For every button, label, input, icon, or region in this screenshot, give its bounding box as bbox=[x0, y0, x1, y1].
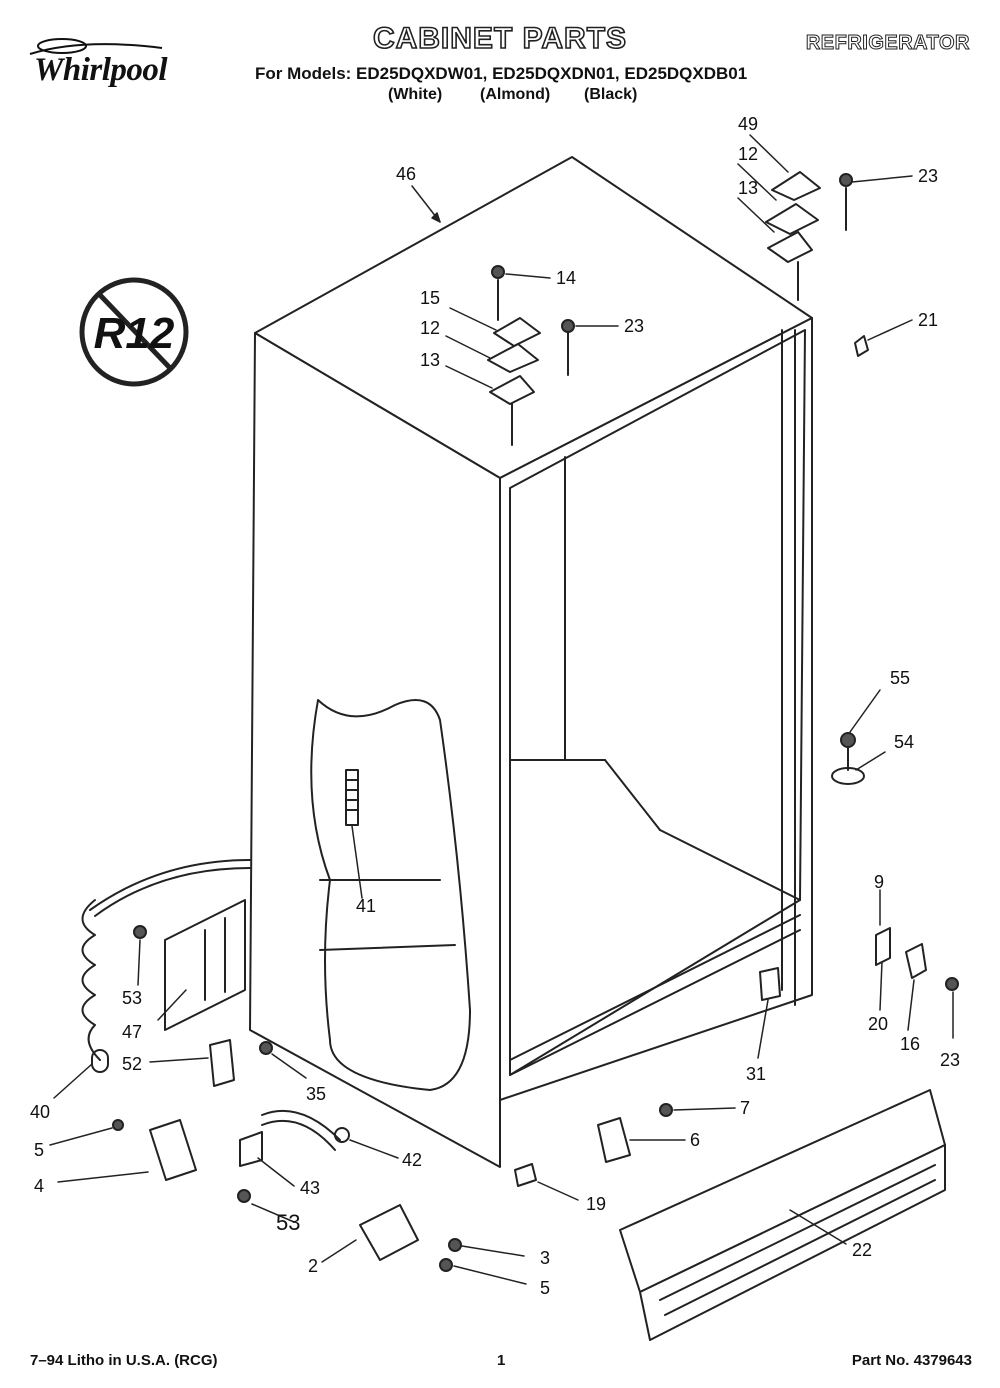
callout-42: 42 bbox=[402, 1150, 422, 1170]
color-label-black: (Black) bbox=[584, 86, 638, 103]
callout-16: 16 bbox=[900, 1034, 920, 1054]
cabinet-body bbox=[249, 156, 813, 1168]
callout-15: 15 bbox=[420, 288, 440, 308]
callout-21: 21 bbox=[918, 310, 938, 330]
callout-54: 54 bbox=[894, 732, 914, 752]
callout-47: 47 bbox=[122, 1022, 142, 1042]
page-title: CABINET PARTS bbox=[372, 21, 628, 56]
callout-31: 31 bbox=[746, 1064, 766, 1084]
callout-19: 19 bbox=[586, 1194, 606, 1214]
color-label-white: (White) bbox=[388, 86, 443, 103]
right-small-parts bbox=[759, 732, 959, 1001]
product-type: REFRIGERATOR bbox=[805, 32, 970, 55]
callout-2: 2 bbox=[308, 1256, 318, 1276]
callout-4: 4 bbox=[34, 1176, 44, 1196]
callout-23b: 23 bbox=[624, 316, 644, 336]
callout-23c: 23 bbox=[940, 1050, 960, 1070]
r12-badge-text: R12 bbox=[94, 309, 175, 358]
brand-name: Whirlpool bbox=[34, 52, 168, 88]
callout-leaders bbox=[49, 134, 954, 1285]
footer-page-number: 1 bbox=[497, 1352, 506, 1369]
whirlpool-logo bbox=[22, 28, 202, 100]
callout-46: 46 bbox=[396, 164, 416, 184]
footer-part-number: Part No. 4379643 bbox=[851, 1352, 972, 1369]
callout-20: 20 bbox=[868, 1014, 888, 1034]
callout-13b: 13 bbox=[420, 350, 440, 370]
callout-6: 6 bbox=[690, 1130, 700, 1150]
callout-12b: 12 bbox=[420, 318, 440, 338]
color-label-almond: (Almond) bbox=[480, 86, 551, 103]
callout-22: 22 bbox=[852, 1240, 872, 1260]
footer-litho: 7–94 Litho in U.S.A. (RCG) bbox=[30, 1352, 218, 1369]
upper-hinge-parts bbox=[487, 171, 869, 446]
power-cord-assembly bbox=[81, 859, 273, 1087]
callout-14: 14 bbox=[556, 268, 576, 288]
callout-52: 52 bbox=[122, 1054, 142, 1074]
callout-49: 49 bbox=[738, 114, 758, 134]
callout-35: 35 bbox=[306, 1084, 326, 1104]
r12-badge: R12 bbox=[79, 277, 189, 387]
callout-5a: 5 bbox=[34, 1140, 44, 1160]
callout-12a: 12 bbox=[738, 144, 758, 164]
bottom-parts bbox=[112, 1089, 946, 1341]
callout-7: 7 bbox=[740, 1098, 750, 1118]
callout-23a: 23 bbox=[918, 166, 938, 186]
callout-3: 3 bbox=[540, 1248, 550, 1268]
callout-13a: 13 bbox=[738, 178, 758, 198]
callout-43: 43 bbox=[300, 1178, 320, 1198]
callout-55: 55 bbox=[890, 668, 910, 688]
callout-5b: 5 bbox=[540, 1278, 550, 1298]
logo-swoosh-icon bbox=[29, 38, 163, 55]
callout-53a: 53 bbox=[122, 988, 142, 1008]
callout-9: 9 bbox=[874, 872, 884, 892]
model-list: For Models: ED25DQXDW01, ED25DQXDN01, ED… bbox=[255, 64, 748, 83]
callout-41: 41 bbox=[356, 896, 376, 916]
callout-53b: 53 bbox=[276, 1210, 300, 1235]
callout-numbers: 46 49 12 13 23 14 15 12 13 23 21 55 54 4… bbox=[30, 114, 960, 1298]
callout-40: 40 bbox=[30, 1102, 50, 1122]
